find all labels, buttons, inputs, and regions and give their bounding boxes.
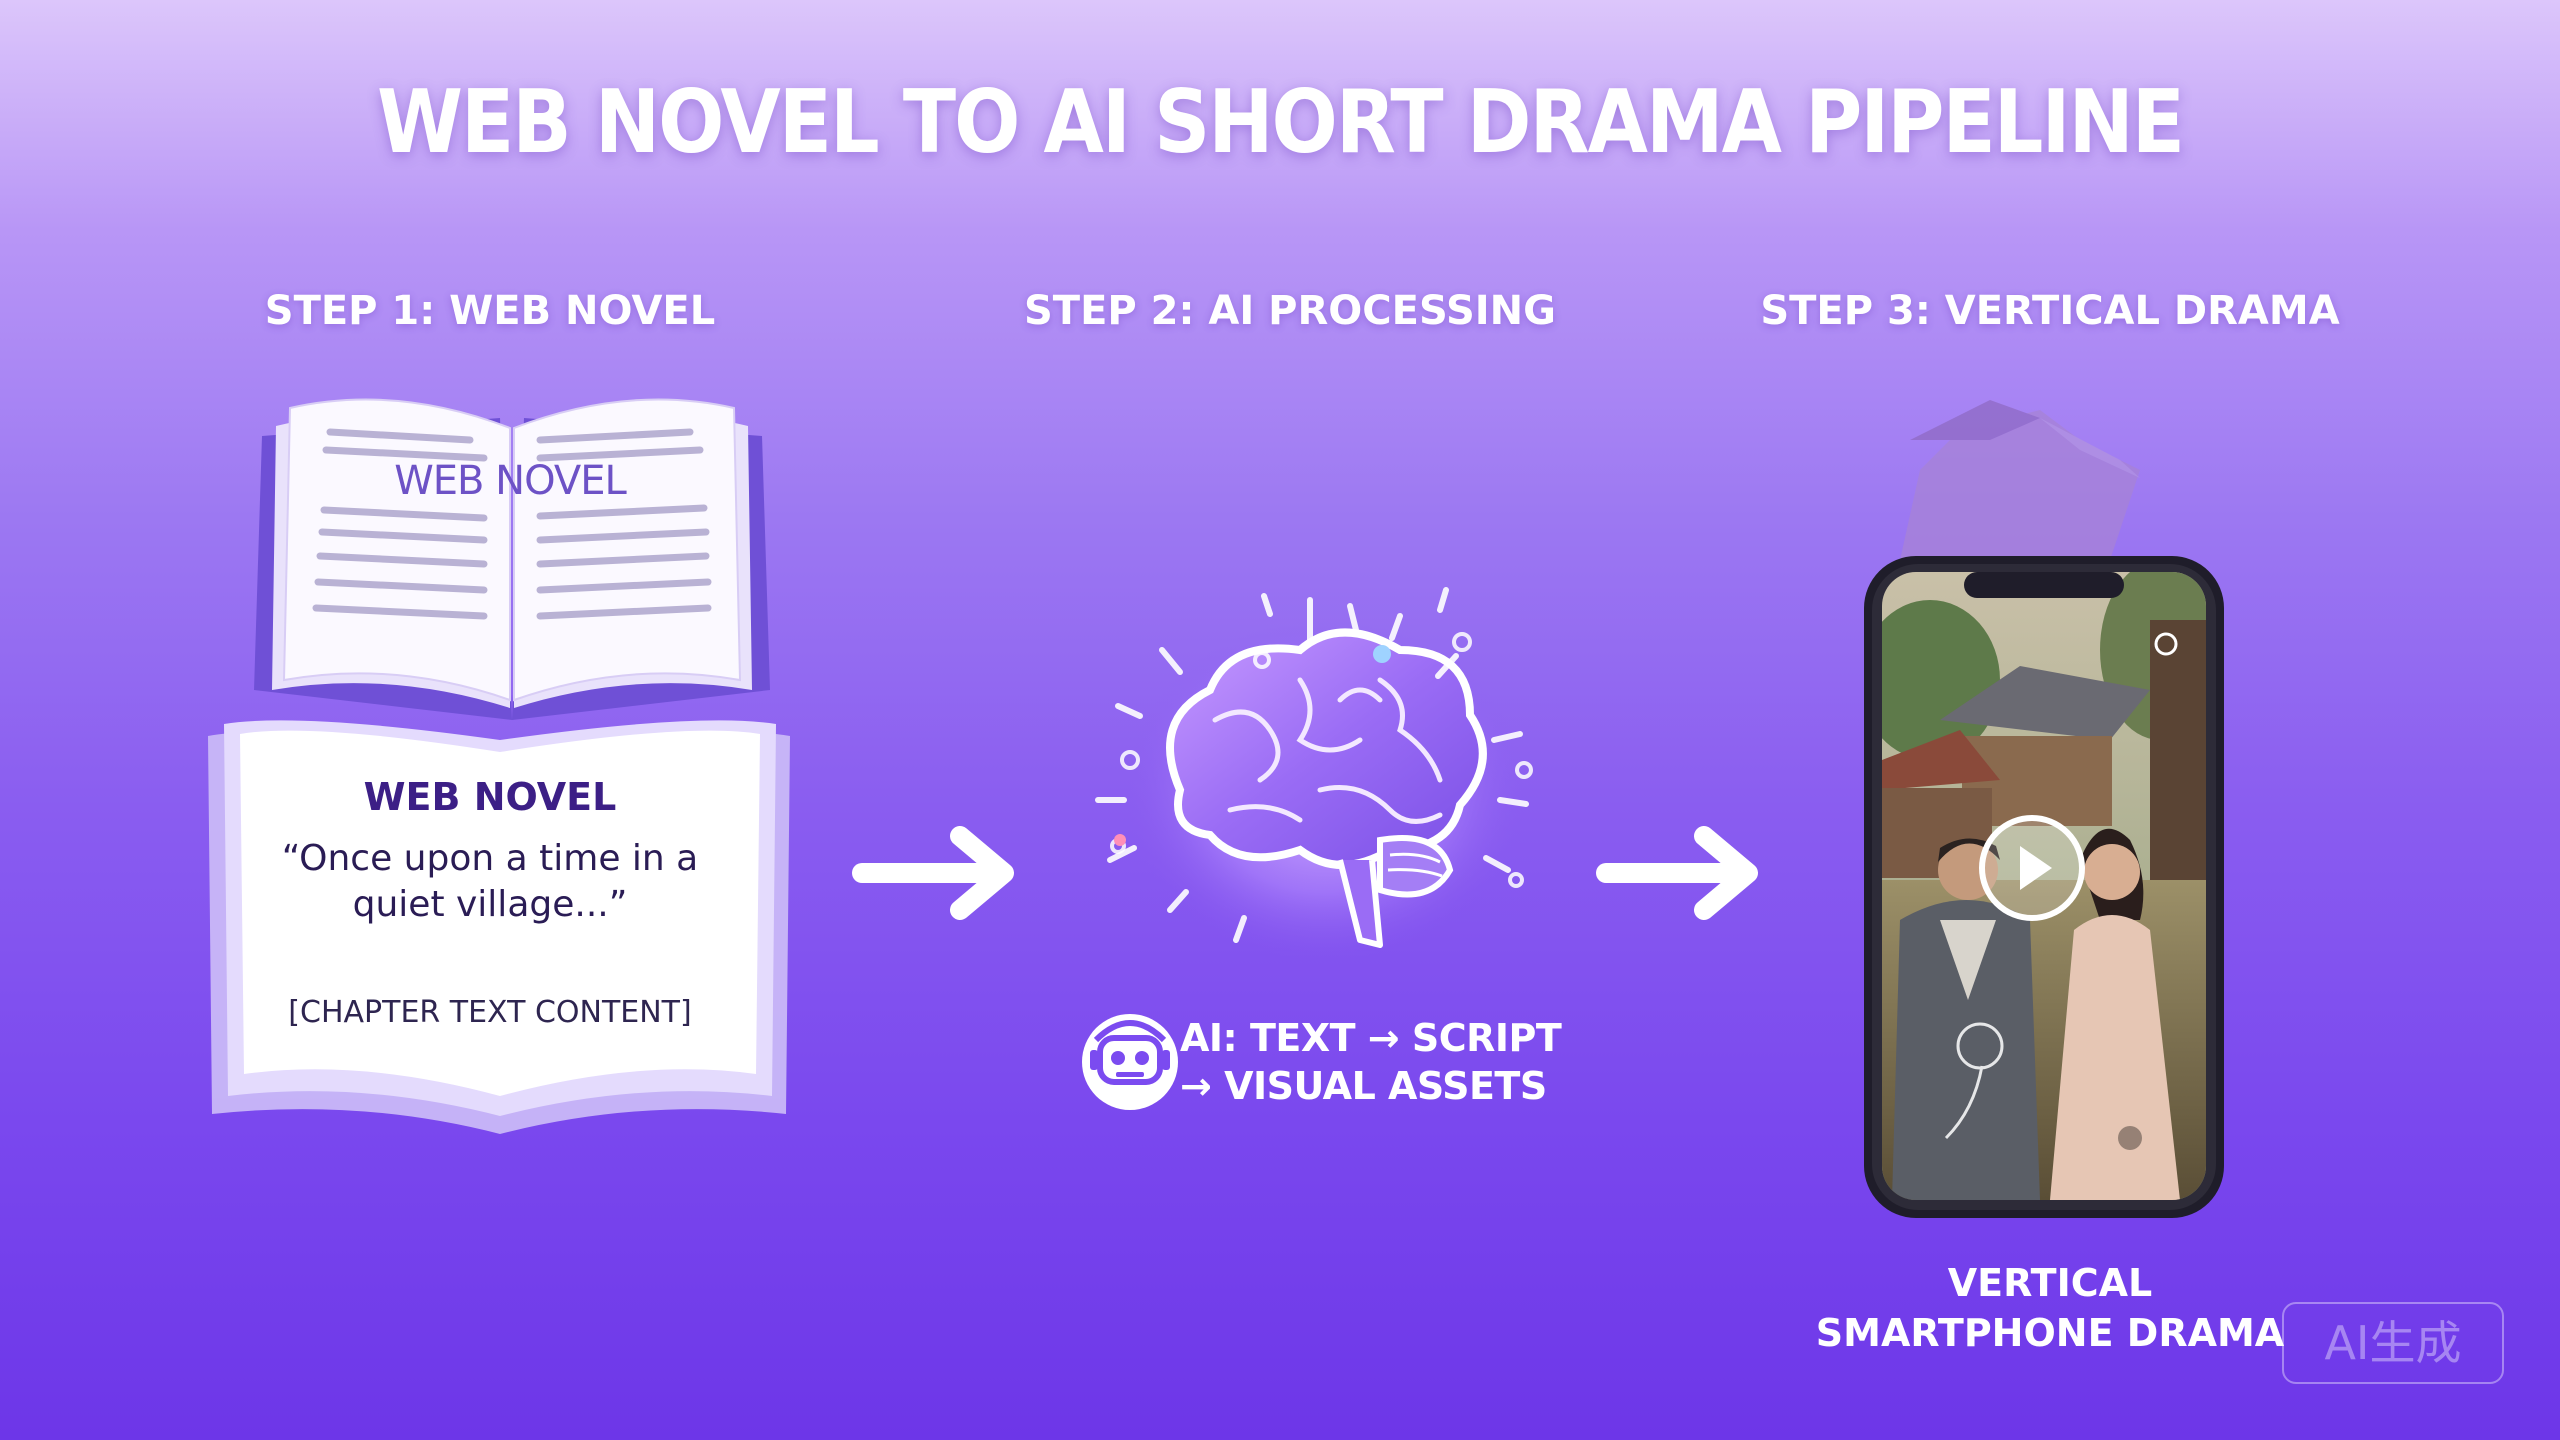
step-2-label: STEP 2: AI PROCESSING <box>1024 288 1556 334</box>
ai-caption: AI: TEXT → SCRIPT → VISUAL ASSETS <box>1180 1014 1600 1110</box>
scrub-indicator <box>1944 1022 2004 1140</box>
phone-caption-line-2: SMARTPHONE DRAMA <box>1815 1311 2285 1355</box>
marker-dot <box>2118 1126 2142 1150</box>
step-3-label: STEP 3: VERTICAL DRAMA <box>1760 288 2340 334</box>
arrow-right-icon <box>852 826 1014 920</box>
ai-caption-line-1: AI: TEXT → SCRIPT <box>1180 1016 1562 1060</box>
phone-caption: VERTICAL SMARTPHONE DRAMA <box>1780 1258 2320 1358</box>
video-frame <box>1882 572 2206 1200</box>
open-book-illustration <box>254 398 770 720</box>
ai-generated-watermark: AI生成 <box>2282 1302 2504 1384</box>
book-text-lines <box>312 428 712 620</box>
page-card-chapter: [CHAPTER TEXT CONTENT] <box>288 995 692 1030</box>
smartphone <box>1864 556 2224 1218</box>
page-title: WEB NOVEL TO AI SHORT DRAMA PIPELINE <box>376 72 2185 174</box>
page-card-quote: “Once upon a time in a quiet village...” <box>281 838 699 925</box>
play-icon <box>1979 815 2085 921</box>
ai-caption-line-2: → VISUAL ASSETS <box>1180 1064 1547 1108</box>
brain-icon <box>1095 587 1533 960</box>
step-1-label: STEP 1: WEB NOVEL <box>264 288 716 334</box>
page-card-title: WEB NOVEL <box>363 775 617 819</box>
phone-caption-line-1: VERTICAL <box>1947 1261 2153 1305</box>
book-cover-title: WEB NOVEL <box>394 458 627 504</box>
robot-icon <box>1082 1014 1178 1110</box>
roof-decoration <box>1900 400 2140 560</box>
arrow-right-icon <box>1596 826 1758 920</box>
actor-woman <box>2050 828 2180 1200</box>
actor-man <box>1892 838 2040 1200</box>
rotate-icon <box>2154 632 2178 656</box>
page-card <box>208 720 790 1134</box>
